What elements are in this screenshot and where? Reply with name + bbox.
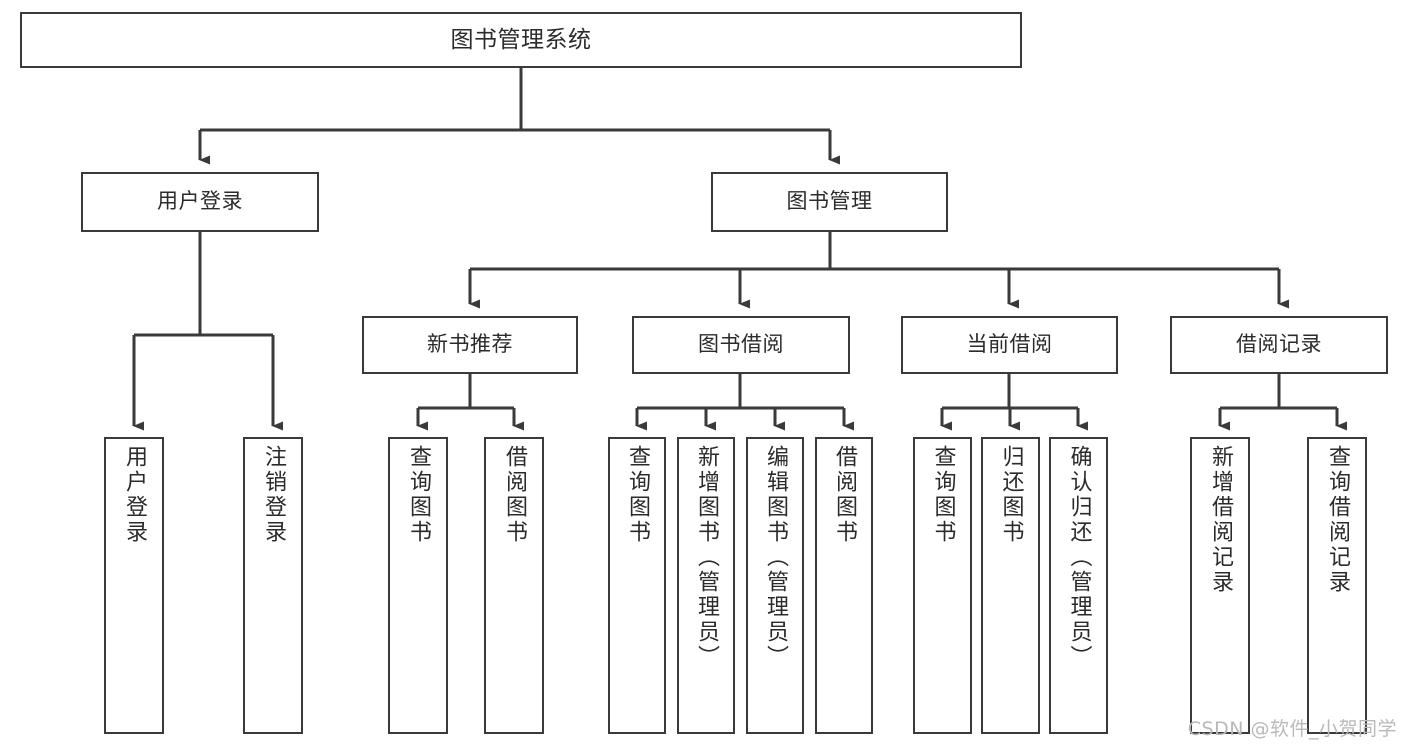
- node-label: 借阅图书: [502, 445, 527, 545]
- leaf-query-book-1[interactable]: 查询图书: [388, 437, 448, 734]
- node-label: 当前借阅: [966, 332, 1053, 357]
- leaf-query-book-3[interactable]: 查询图书: [913, 437, 972, 734]
- node-book-borrow[interactable]: 图书借阅: [632, 316, 850, 374]
- leaf-query-borrow-record[interactable]: 查询借阅记录: [1307, 437, 1367, 734]
- node-label: 查询借阅记录: [1325, 445, 1350, 595]
- node-label: 查询图书: [625, 445, 650, 545]
- node-user-login[interactable]: 用户登录: [81, 172, 319, 232]
- leaf-user-logout[interactable]: 注销登录: [243, 437, 303, 734]
- node-label: 用户登录: [157, 189, 243, 214]
- node-label: 新增借阅记录: [1208, 445, 1233, 595]
- node-label: 图书管理: [786, 189, 873, 214]
- watermark-text: CSDN @软件_小贺同学: [1187, 718, 1397, 740]
- node-label: 图书管理系统: [450, 26, 592, 53]
- node-current-borrow[interactable]: 当前借阅: [901, 316, 1118, 374]
- leaf-borrow-book-2[interactable]: 借阅图书: [815, 437, 873, 734]
- node-label: 注销登录: [261, 445, 286, 545]
- node-label: 用户登录: [122, 445, 147, 545]
- node-label: 新增图书（管理员）: [694, 445, 719, 670]
- node-label: 归还图书: [998, 445, 1024, 545]
- node-label: 图书借阅: [698, 332, 784, 357]
- leaf-query-book-2[interactable]: 查询图书: [608, 437, 666, 734]
- leaf-user-login[interactable]: 用户登录: [104, 437, 164, 734]
- node-new-book-recommendation[interactable]: 新书推荐: [362, 316, 578, 374]
- node-root-system[interactable]: 图书管理系统: [20, 12, 1022, 68]
- node-label: 借阅图书: [832, 445, 857, 545]
- leaf-add-borrow-record[interactable]: 新增借阅记录: [1190, 437, 1250, 734]
- leaf-return-book[interactable]: 归还图书: [981, 437, 1040, 734]
- node-label: 查询图书: [930, 445, 956, 545]
- leaf-borrow-book-1[interactable]: 借阅图书: [484, 437, 544, 734]
- node-label: 编辑图书（管理员）: [763, 445, 788, 670]
- leaf-add-book[interactable]: 新增图书（管理员）: [677, 437, 735, 734]
- leaf-edit-book[interactable]: 编辑图书（管理员）: [746, 437, 804, 734]
- node-label: 查询图书: [406, 445, 431, 545]
- leaf-confirm-return[interactable]: 确认归还（管理员）: [1049, 437, 1108, 734]
- node-label: 新书推荐: [427, 332, 513, 357]
- node-borrow-record[interactable]: 借阅记录: [1170, 316, 1388, 374]
- node-label: 确认归还（管理员）: [1066, 445, 1092, 670]
- node-label: 借阅记录: [1236, 332, 1322, 357]
- node-book-management[interactable]: 图书管理: [711, 172, 948, 232]
